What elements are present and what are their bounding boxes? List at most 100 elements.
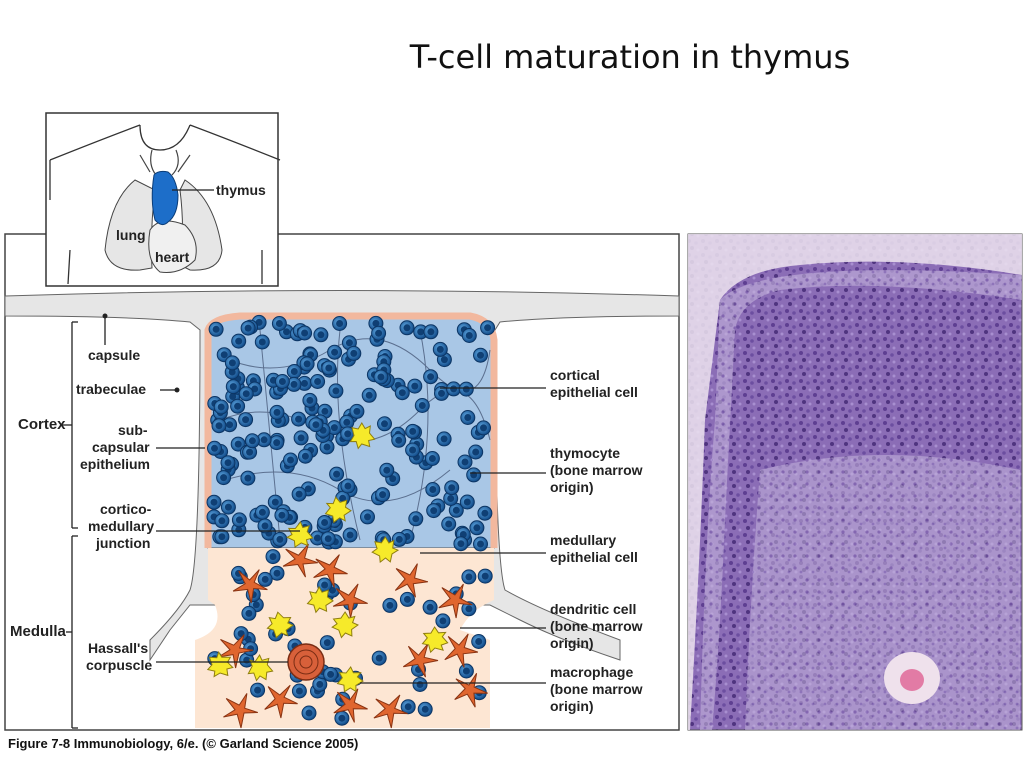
thymocyte-nucleus <box>287 456 294 464</box>
thymocyte-nucleus <box>411 382 419 390</box>
inset-label-lung: lung <box>116 227 146 243</box>
thymocyte-nucleus <box>427 373 435 381</box>
thymocyte-nucleus <box>324 535 332 543</box>
thymocyte-nucleus <box>448 484 456 492</box>
thymocyte-nucleus <box>427 328 435 336</box>
macrophage-cell <box>349 422 376 450</box>
thymocyte-nucleus <box>338 714 346 722</box>
right-labels: cortical epithelial cell thymocyte (bone… <box>360 367 643 714</box>
label-subcapsular-3: epithelium <box>80 456 150 472</box>
thymocyte-nucleus <box>439 617 447 625</box>
label-corticomedullary-2: medullary <box>88 518 154 534</box>
thymocyte-nucleus <box>462 385 470 393</box>
thymocyte-nucleus <box>283 328 290 336</box>
thymocyte-nucleus <box>386 601 394 609</box>
thymocyte-nucleus <box>229 383 237 391</box>
dendritic-cell <box>394 563 429 598</box>
label-capsule: capsule <box>88 347 140 363</box>
thymocyte-nucleus <box>258 508 266 516</box>
label-corticomedullary-1: cortico- <box>100 501 152 517</box>
label-dendritic-2: (bone marrow <box>550 618 643 634</box>
label-thymocyte-3: origin) <box>550 479 594 495</box>
label-corticomedullary-3: junction <box>95 535 150 551</box>
thymocyte-nucleus <box>484 324 492 332</box>
thymocyte-nucleus <box>475 638 483 645</box>
thymocyte-nucleus <box>452 506 460 514</box>
thymocyte-nucleus <box>344 482 352 490</box>
dendritic-cell <box>223 693 258 729</box>
thymocyte-nucleus <box>273 408 281 416</box>
inset-label-thymus: thymus <box>216 182 266 198</box>
dendritic-cell <box>403 643 439 678</box>
thymocyte-nucleus <box>301 379 308 387</box>
thymus-shape <box>151 170 179 226</box>
thymocyte-nucleus <box>480 424 487 432</box>
dendritic-cell <box>232 569 268 604</box>
thymocyte-nucleus <box>477 540 484 548</box>
thymocyte-nucleus <box>226 421 234 429</box>
thymocyte-nucleus <box>220 351 228 359</box>
thymocyte-nucleus <box>473 524 481 532</box>
thymocyte-nucleus <box>234 440 242 448</box>
thymocyte-nucleus <box>345 339 353 347</box>
thymocyte-nucleus <box>301 329 309 337</box>
thymocyte-nucleus <box>224 459 232 467</box>
label-trabeculae: trabeculae <box>76 381 146 397</box>
thymocyte-nucleus <box>210 498 218 506</box>
dendritic-cells <box>218 543 488 729</box>
macrophage-cell <box>306 585 334 614</box>
thymocyte-nucleus <box>429 486 437 493</box>
heart-shape <box>148 220 197 273</box>
thymocyte-nucleus <box>258 338 266 346</box>
label-dendritic-3: origin) <box>550 635 594 651</box>
macrophage-cell <box>206 650 234 678</box>
thymocyte-nucleus <box>416 681 424 688</box>
inset-label-heart: heart <box>155 249 190 265</box>
label-macrophage-1: macrophage <box>550 664 633 680</box>
label-thymocyte-2: (bone marrow <box>550 462 643 478</box>
thymocyte-nucleus <box>218 517 226 525</box>
thymocyte-nucleus <box>295 415 303 423</box>
thymocyte-nucleus <box>462 667 470 675</box>
thymocyte-nucleus <box>242 416 250 424</box>
label-macrophage-2: (bone marrow <box>550 681 643 697</box>
thymocyte-nucleus <box>365 391 373 399</box>
thymocyte-nucleus <box>339 494 347 502</box>
thymocyte-nucleus <box>234 402 242 410</box>
label-hassalls-1: Hassall's <box>88 640 148 656</box>
thymocyte-nucleus <box>481 572 489 580</box>
thymocyte-nucleus <box>235 337 243 345</box>
thymocyte-nucleus <box>409 427 417 435</box>
thymocyte-nucleus <box>297 434 305 442</box>
thymocyte-nucleus <box>215 422 223 430</box>
macrophage-cells <box>206 422 449 693</box>
thymocyte-nucleus <box>364 513 371 521</box>
label-subcapsular-2: capsular <box>92 439 150 455</box>
thymocyte-nucleus <box>321 407 329 415</box>
thymocyte-nucleus <box>426 603 434 611</box>
thymocyte-nucleus <box>436 345 444 353</box>
thymocyte-nucleus <box>447 495 455 502</box>
thymocyte-nucleus <box>245 609 253 617</box>
label-thymocyte-1: thymocyte <box>550 445 620 461</box>
dendritic-cell <box>333 688 368 723</box>
macrophage-cell <box>266 611 295 639</box>
thymocyte-nucleus <box>224 503 232 511</box>
thymocyte-nucleus <box>381 420 388 428</box>
thymocyte-nucleus <box>403 324 411 332</box>
thymocyte-nucleus <box>440 356 448 364</box>
thymocyte-nucleus <box>305 709 313 717</box>
thymocyte-nucleus <box>290 368 298 375</box>
thymocyte-nucleus <box>375 654 383 662</box>
thymocyte-nucleus <box>333 470 341 478</box>
thymocyte-nucleus <box>409 446 417 454</box>
thymocyte-nucleus <box>303 360 311 368</box>
thymocyte-nucleus <box>375 329 383 337</box>
label-hassalls-2: corpuscle <box>86 657 152 673</box>
thymocyte-nucleus <box>344 430 352 438</box>
thymocyte-nucleus <box>228 368 236 376</box>
thymocyte-nucleus <box>330 424 338 432</box>
macrophage-cell <box>331 611 360 639</box>
thymocyte-nucleus <box>304 485 312 493</box>
